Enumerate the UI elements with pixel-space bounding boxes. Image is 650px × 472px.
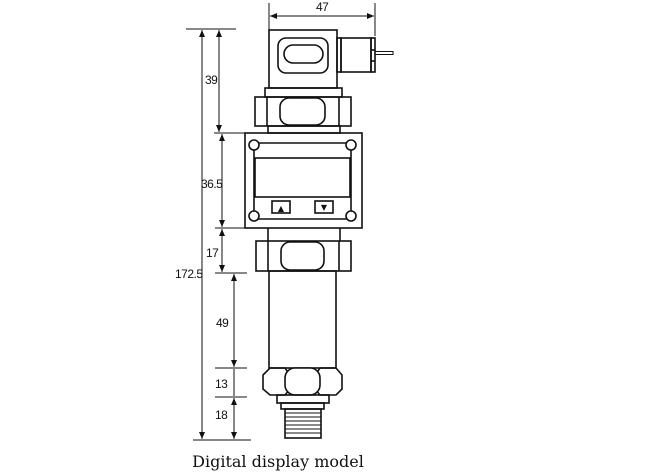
- width-label: 47: [316, 0, 329, 14]
- bottom-hex: [262, 367, 343, 410]
- thread: [284, 408, 322, 439]
- lower-hex-nut: [255, 228, 352, 272]
- total-height-label: 172.5: [175, 267, 203, 281]
- width-dimension: 47: [268, 0, 376, 36]
- caption: Digital display model: [192, 452, 364, 471]
- connector-head: [268, 29, 394, 89]
- down-arrow-icon: ▼: [321, 203, 328, 212]
- connector-head-label: 39: [205, 73, 218, 87]
- display-screen: [254, 157, 351, 198]
- up-arrow-icon: ▲: [278, 204, 285, 213]
- hex-base-label: 13: [215, 377, 228, 391]
- down-button: [314, 200, 334, 214]
- display-box-label: 36.5: [201, 177, 223, 191]
- height-dimensions: 172.5 39 36.5 17 49 13 18: [175, 28, 251, 441]
- body-label: 49: [216, 316, 229, 330]
- lower-nut-label: 17: [206, 246, 219, 260]
- display-box: ▲ ▼: [244, 132, 363, 229]
- thread-label: 18: [215, 408, 228, 422]
- sensor-body: [268, 270, 337, 369]
- upper-hex-nut: [254, 87, 352, 134]
- up-button: [271, 200, 291, 214]
